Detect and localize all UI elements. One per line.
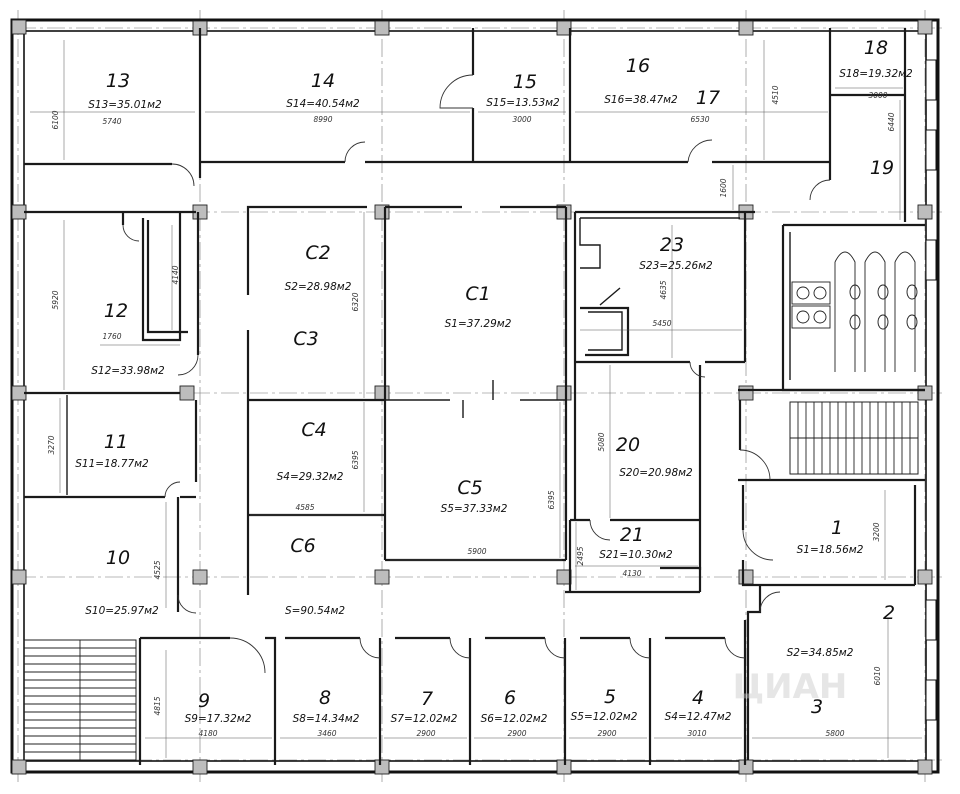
room-c2-number: C2 — [305, 242, 330, 264]
room-21-number: 21 — [620, 524, 644, 546]
room-19-number: 19 — [870, 157, 894, 179]
room-c6-number: C6 — [290, 535, 315, 557]
corridor-area: S=90.54м2 — [285, 605, 345, 617]
room-11-area: S11=18.77м2 — [75, 458, 149, 470]
dim-3010: 3010 — [687, 729, 706, 738]
room-15-area: S15=13.53м2 — [486, 97, 560, 109]
dim-2900-b: 2900 — [507, 729, 526, 738]
dim-5800: 5800 — [825, 729, 844, 738]
dim-3460: 3460 — [317, 729, 336, 738]
dim-5450: 5450 — [652, 319, 671, 328]
room-21-area: S21=10.30м2 — [599, 549, 673, 561]
room-10-area: S10=25.97м2 — [85, 605, 159, 617]
stairs — [23, 401, 919, 761]
dim-2900-a: 2900 — [416, 729, 435, 738]
dim-5740: 5740 — [102, 117, 121, 126]
room-14-number: 14 — [311, 70, 335, 92]
room-20-area: S20=20.98м2 — [619, 467, 693, 479]
room-23-area: S23=25.26м2 — [639, 260, 713, 272]
room-3-number: 3 — [811, 696, 823, 718]
room-c1-area: S1=37.29м2 — [445, 318, 512, 330]
dim-6395-b: 6395 — [547, 490, 556, 509]
room-14-area: S14=40.54м2 — [286, 98, 360, 110]
dim-5080: 5080 — [597, 432, 606, 451]
room-6-number: 6 — [504, 687, 516, 709]
dim-8990: 8990 — [313, 115, 332, 124]
outer-walls — [10, 18, 940, 774]
room-6-area: S6=12.02м2 — [481, 713, 548, 725]
dim-6010: 6010 — [873, 666, 882, 685]
dim-3200: 3200 — [872, 522, 881, 541]
wc-fixtures — [789, 232, 918, 380]
dim-5900: 5900 — [467, 547, 486, 556]
room-4-area: S4=12.47м2 — [665, 711, 732, 723]
dim-4525: 4525 — [153, 560, 162, 579]
room-13-number: 13 — [106, 70, 130, 92]
room-c4-area: S4=29.32м2 — [277, 471, 344, 483]
room-10-number: 10 — [106, 547, 130, 569]
room-12-area: S12=33.98м2 — [91, 365, 165, 377]
room-labels: 13 S13=35.01м2 14 S14=40.54м2 15 S15=13.… — [75, 37, 913, 725]
dim-1600: 1600 — [719, 178, 728, 197]
room-12-number: 12 — [104, 300, 128, 322]
room-20-number: 20 — [616, 434, 640, 456]
dim-4130: 4130 — [622, 569, 641, 578]
dim-3000-a: 3000 — [512, 115, 531, 124]
dim-6440: 6440 — [887, 112, 896, 131]
dim-2495: 2495 — [576, 546, 585, 565]
room-c3-number: C3 — [293, 328, 318, 350]
room-7-area: S7=12.02м2 — [391, 713, 458, 725]
dimension-labels: 5740 6100 8990 3000 6530 4510 3000 6440 … — [47, 85, 896, 738]
room-17-number: 17 — [696, 87, 720, 109]
dim-2900-c: 2900 — [597, 729, 616, 738]
watermark: ЦИАН — [733, 667, 848, 707]
dim-6320: 6320 — [351, 292, 360, 311]
dim-4140: 4140 — [171, 265, 180, 284]
room-23-number: 23 — [660, 234, 684, 256]
room-c1-number: C1 — [465, 283, 490, 305]
dim-1760: 1760 — [102, 332, 121, 341]
room-15-number: 15 — [513, 71, 537, 93]
room-13-area: S13=35.01м2 — [88, 99, 162, 111]
columns — [11, 19, 933, 775]
dim-6100: 6100 — [51, 110, 60, 129]
room-2-number: 2 — [883, 602, 895, 624]
room-18-area: S18=19.32м2 — [839, 68, 913, 80]
room-1-number: 1 — [831, 517, 843, 539]
room-c4-number: C4 — [301, 419, 326, 441]
room-11-number: 11 — [104, 431, 128, 453]
room-1-area: S1=18.56м2 — [797, 544, 864, 556]
room-5-number: 5 — [604, 686, 616, 708]
room-c5-area: S5=37.33м2 — [441, 503, 508, 515]
room-7-number: 7 — [421, 688, 433, 710]
room-18-number: 18 — [864, 37, 888, 59]
dim-4635: 4635 — [659, 280, 668, 299]
room-16-number: 16 — [626, 55, 650, 77]
dim-6530: 6530 — [690, 115, 709, 124]
interior-walls — [24, 28, 925, 765]
room-c5-number: C5 — [457, 477, 482, 499]
room-2a-area: S2=34.85м2 — [787, 647, 854, 659]
room-8-area: S8=14.34м2 — [293, 713, 360, 725]
dim-3270: 3270 — [47, 435, 56, 454]
room-16-area: S16=38.47м2 — [604, 94, 678, 106]
room-c2-area: S2=28.98м2 — [285, 281, 352, 293]
room-8-number: 8 — [319, 687, 331, 709]
dim-3000-b: 3000 — [868, 91, 887, 100]
room-9-number: 9 — [198, 690, 210, 712]
room-5-area: S5=12.02м2 — [571, 711, 638, 723]
room-4-number: 4 — [692, 687, 704, 709]
room-9-area: S9=17.32м2 — [185, 713, 252, 725]
doors — [122, 74, 831, 674]
dim-6395-a: 6395 — [351, 450, 360, 469]
dim-4180: 4180 — [198, 729, 217, 738]
dimension-lines — [30, 40, 922, 758]
dim-4815: 4815 — [153, 696, 162, 715]
dim-4585: 4585 — [295, 503, 314, 512]
dim-4510: 4510 — [771, 85, 780, 104]
dim-5920: 5920 — [51, 290, 60, 309]
